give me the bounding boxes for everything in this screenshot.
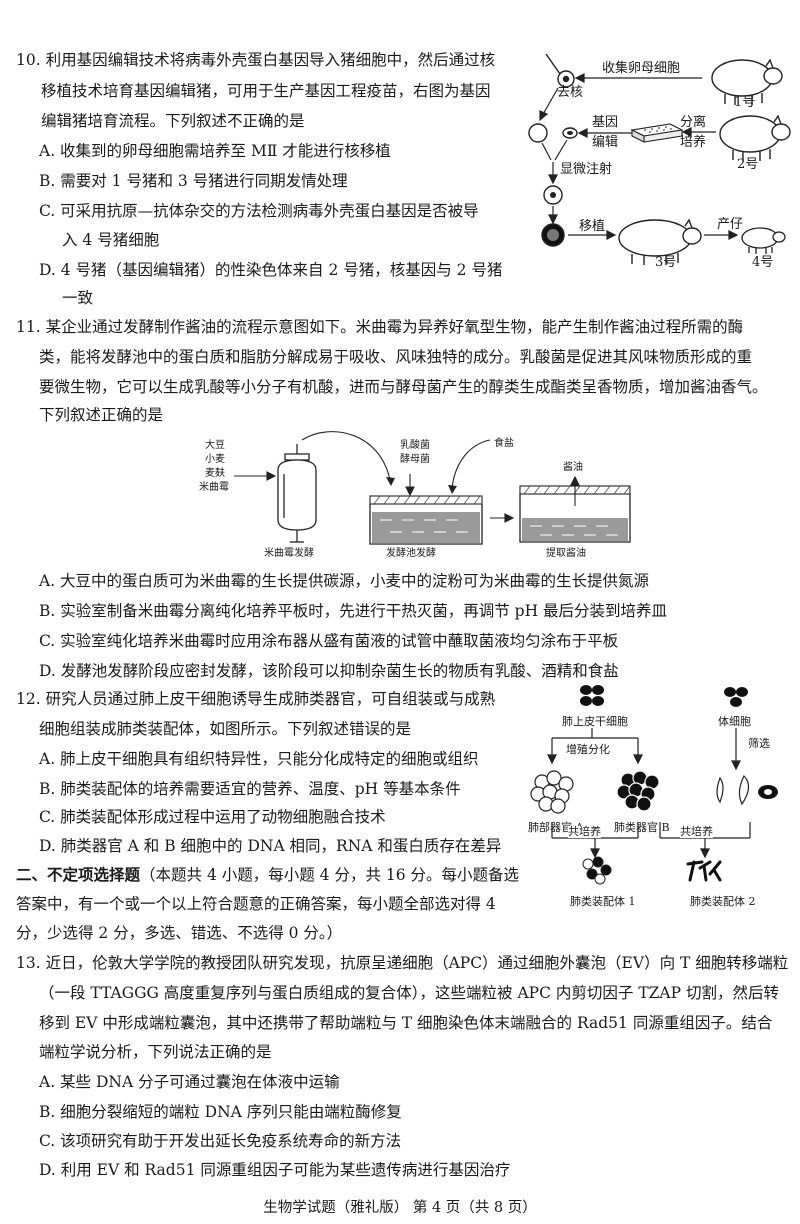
q11-line-1: 11. 某企业通过发酵制作酱油的流程示意图如下。米曲霉为异养好氧型生物，能产生制… — [16, 318, 744, 336]
fermentation-pool — [369, 495, 483, 545]
q12-fig-coculture-1: 共培养 — [568, 825, 601, 838]
edited-cell — [562, 127, 578, 139]
q11-fig-step3: 提取酱油 — [546, 548, 586, 559]
q11-fig-input-koji: 米曲霉 — [199, 482, 229, 493]
q10-fig-gene-1: 基因 — [592, 115, 619, 130]
q10-fig-pig1: 1号 — [734, 95, 756, 110]
section2-line-2: 答案中，有一个或一个以上符合题意的正确答案，每小题全部选对得 4 — [16, 895, 496, 913]
enucleation-pipette — [545, 53, 575, 88]
q11-fig-lactic: 乳酸菌 — [400, 440, 430, 451]
q10-fig-pig3: 3号 — [655, 255, 677, 270]
q10-option-d: D. 4 号猪（基因编辑猪）的性染色体来自 2 号猪，核基因与 2 号猪 — [39, 261, 503, 279]
extraction-pool — [519, 475, 631, 543]
q11-fig-yeast: 酵母菌 — [400, 454, 430, 465]
q11-fig-soy: 酱油 — [563, 462, 583, 473]
embryo — [541, 223, 565, 247]
q10-fig-collect: 收集卵母细胞 — [602, 61, 681, 76]
q11-fig-step1: 米曲霉发酵 — [264, 548, 314, 559]
q11-fig-salt: 食盐 — [494, 438, 514, 449]
q12-fig-asm1: 肺类装配体 1 — [570, 895, 636, 908]
q12-line-1: 12. 研究人员通过肺上皮干细胞诱导生成肺类器官，可自组装或与成熟 — [16, 690, 496, 708]
pig-4 — [741, 227, 786, 254]
q13-line-2: （一段 TTAGGG 高度重复序列与蛋白质组成的复合体），这些端粒被 APC 内… — [39, 984, 779, 1002]
q11-line-4: 下列叙述正确的是 — [39, 406, 164, 424]
q12-fig-org-b: 肺类器官 B — [614, 821, 670, 834]
q10-option-c: C. 可采用抗原—抗体杂交的方法检测病毒外壳蛋白基因是否被导 — [39, 202, 479, 220]
q11-line-2: 类，能将发酵池中的蛋白质和脂肪分解成易于吸收、风味独特的成分。乳酸菌是促进其风味… — [39, 348, 753, 366]
q10-fig-birth: 产仔 — [717, 217, 744, 232]
q12-fig-diff: 增殖分化 — [566, 743, 610, 756]
q10-fig-pig2: 2号 — [737, 157, 759, 172]
q11-soy-sauce-flow-diagram — [234, 431, 631, 545]
q12-fig-body: 体细胞 — [718, 715, 751, 728]
q13-option-c: C. 该项研究有助于开发出延长免疫系统寿命的新方法 — [39, 1132, 402, 1150]
q10-fig-pig4: 4号 — [752, 255, 774, 270]
q10-line-2: 移植技术培育基因编辑猪，可用于生产基因工程疫苗，右图为基因 — [41, 82, 491, 100]
q11-fig-input-bran: 麦麸 — [205, 468, 225, 479]
q10-line-3: 编辑猪培育流程。下列叙述不正确的是 — [41, 112, 305, 130]
q13-option-b: B. 细胞分裂缩短的端粒 DNA 序列只能由端粒酶修复 — [39, 1103, 402, 1121]
q11-fig-input-wheat: 小麦 — [205, 454, 225, 465]
section2-line-1: （本题共 4 小题，每小题 4 分，共 16 分。每小题备选 — [140, 866, 520, 884]
q11-line-3: 要微生物，它可以生成乳酸等小分子有机酸，进而与酵母菌产生的醇类生成酯类呈香物质，… — [39, 378, 768, 396]
q10-fig-microinject: 显微注射 — [560, 162, 613, 177]
q10-option-d-cont: 一致 — [62, 289, 94, 307]
enucleated-egg — [528, 123, 548, 143]
q13-line-1: 13. 近日，伦敦大学学院的教授团队研究发现，抗原呈递细胞（APC）通过细胞外囊… — [16, 954, 789, 972]
stem-cell-cluster — [580, 685, 604, 706]
q10-option-a: A. 收集到的卵母细胞需培养至 MⅡ 才能进行核移植 — [39, 142, 391, 160]
assembloid-2 — [686, 860, 722, 882]
q12-fig-asm2: 肺类装配体 2 — [690, 895, 756, 908]
q10-fig-separate-1: 分离 — [680, 115, 707, 130]
pig-2 — [719, 114, 791, 161]
section2-title: 二、不定项选择题 — [16, 865, 141, 884]
q11-option-d: D. 发酵池发酵阶段应密封发酵，该阶段可以抑制杂菌生长的物质有乳酸、酒精和食盐 — [39, 662, 619, 680]
section2-title-line: 二、不定项选择题（本题共 4 小题，每小题 4 分，共 16 分。每小题备选 — [16, 864, 519, 886]
pig-3 — [618, 218, 702, 265]
q13-line-3: 移到 EV 中形成端粒囊泡，其中还携带了帮助端粒与 T 细胞染色体末端融合的 R… — [39, 1014, 773, 1032]
q13-option-d: D. 利用 EV 和 Rad51 同源重组因子可能为某些遗传病进行基因治疗 — [39, 1161, 511, 1179]
q11-option-c: C. 实验室纯化培养米曲霉时应用涂布器从盛有菌液的试管中蘸取菌液均匀涂布于平板 — [39, 632, 619, 650]
q12-fig-screen: 筛选 — [748, 737, 770, 750]
q10-fig-gene-2: 编辑 — [592, 135, 619, 150]
organoid-a — [530, 770, 574, 814]
q12-option-c: C. 肺类装配体形成过程中运用了动物细胞融合技术 — [39, 808, 386, 826]
q12-option-a: A. 肺上皮干细胞具有组织特异性，只能分化成特定的细胞或组织 — [39, 750, 479, 768]
q11-option-b: B. 实验室制备米曲霉分离纯化培养平板时，先进行干热灭菌，再调节 pH 最后分装… — [39, 602, 668, 620]
q11-fig-input-soybean: 大豆 — [205, 440, 225, 451]
q10-fig-separate-2: 培养 — [680, 135, 707, 150]
q13-option-a: A. 某些 DNA 分子可通过囊泡在体液中运输 — [39, 1073, 340, 1091]
q10-fig-enucleate: 去核 — [557, 85, 584, 100]
q10-line-1: 10. 利用基因编辑技术将病毒外壳蛋白基因导入猪细胞中，然后通过核 — [16, 51, 496, 69]
reconstructed-egg — [543, 185, 563, 205]
body-cell-cluster — [724, 687, 748, 707]
q10-option-b: B. 需要对 1 号猪和 3 号猪进行同期发情处理 — [39, 172, 348, 190]
q12-fig-stem: 肺上皮干细胞 — [562, 715, 628, 728]
q10-option-c-cont: 入 4 号猪细胞 — [62, 231, 160, 249]
section2-line-3: 分，少选得 2 分，多选、错选、不选得 0 分。） — [16, 924, 343, 942]
q12-lung-organoid-diagram — [530, 685, 778, 885]
q10-fig-transplant: 移植 — [579, 219, 606, 234]
q11-fig-step2: 发酵池发酵 — [386, 548, 436, 559]
q12-option-d: D. 肺类器官 A 和 B 细胞中的 DNA 相同，RNA 和蛋白质存在差异 — [39, 837, 502, 855]
q11-option-a: A. 大豆中的蛋白质可为米曲霉的生长提供碳源，小麦中的淀粉可为米曲霉的生长提供氮… — [39, 572, 650, 590]
q13-line-4: 端粒学说分析，下列说法正确的是 — [39, 1043, 272, 1061]
organoid-b — [616, 770, 660, 812]
fermenter-vessel — [277, 444, 317, 543]
culture-block — [630, 123, 684, 143]
mature-cells — [716, 774, 778, 806]
assembloid-1 — [582, 856, 612, 885]
pig-1 — [711, 58, 783, 105]
q12-option-b: B. 肺类装配体的培养需要适宜的营养、温度、pH 等基本条件 — [39, 780, 461, 798]
page-footer: 生物学试题（雅礼版） 第 4 页（共 8 页） — [263, 1200, 537, 1216]
q12-fig-coculture-2: 共培养 — [680, 825, 713, 838]
q10-pig-breeding-diagram — [528, 53, 791, 265]
q12-line-2: 细胞组装成肺类装配体，如图所示。下列叙述错误的是 — [39, 720, 412, 738]
